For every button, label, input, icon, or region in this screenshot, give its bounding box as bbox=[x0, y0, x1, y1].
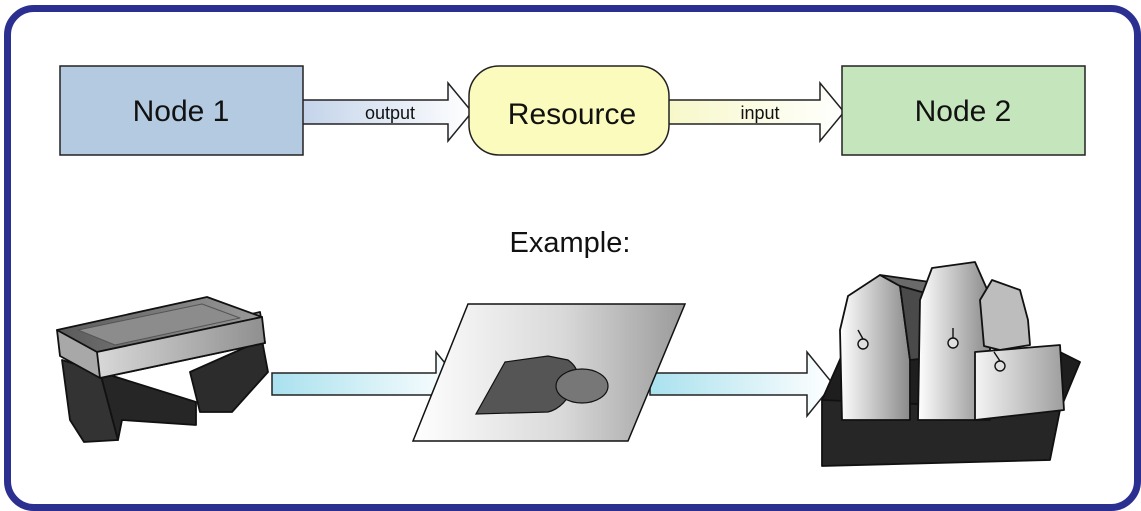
scanner-device-icon bbox=[56, 296, 269, 443]
output-label: output bbox=[365, 103, 415, 123]
example-arrow-2 bbox=[649, 349, 834, 419]
input-arrow bbox=[664, 80, 845, 144]
resource-label: Resource bbox=[508, 98, 636, 131]
input-label: input bbox=[740, 103, 779, 123]
node-2-label: Node 2 bbox=[915, 95, 1012, 128]
node-1 bbox=[59, 65, 304, 156]
node-1-label: Node 1 bbox=[133, 95, 230, 128]
example-label: Example: bbox=[510, 227, 631, 259]
resource-node bbox=[468, 65, 670, 156]
printing-press-icon bbox=[821, 261, 1081, 467]
output-arrow bbox=[299, 80, 473, 144]
printing-plate-icon bbox=[411, 303, 687, 442]
node-2 bbox=[841, 65, 1086, 156]
